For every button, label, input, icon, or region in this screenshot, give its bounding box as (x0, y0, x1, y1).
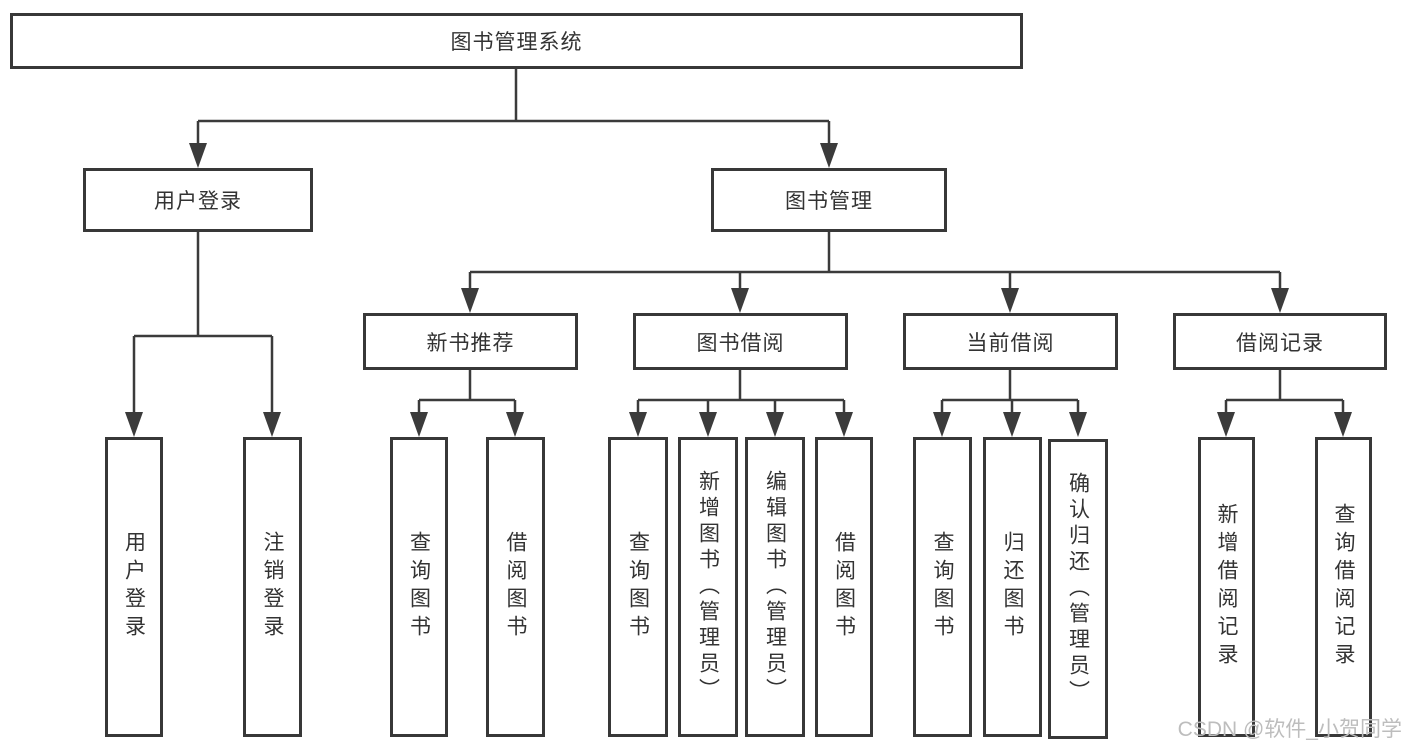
node-return-books: 归还图书 (983, 437, 1042, 737)
node-root-label: 图书管理系统 (450, 31, 583, 54)
node-current-borrowing-label: 当前借阅 (966, 331, 1055, 355)
node-query-books-current: 查询图书 (913, 437, 972, 737)
node-user-login-label: 用户登录 (154, 190, 242, 213)
node-add-book-admin-label: 新增图书（管理员） (696, 470, 720, 704)
node-new-book-recommendation-label: 新书推荐 (426, 331, 515, 355)
node-add-borrow-record: 新增借阅记录 (1198, 437, 1255, 737)
node-edit-book-admin-label: 编辑图书（管理员） (763, 470, 787, 704)
node-book-borrowing: 图书借阅 (633, 313, 848, 370)
node-logout: 注销登录 (243, 437, 302, 737)
node-add-borrow-record-label: 新增借阅记录 (1215, 503, 1238, 671)
node-borrow-books-borrow-label: 借阅图书 (832, 531, 856, 643)
node-user-login-action-label: 用户登录 (122, 531, 146, 643)
node-book-management-label: 图书管理 (785, 190, 873, 213)
node-user-login-action: 用户登录 (105, 437, 163, 737)
node-query-books-recommend: 查询图书 (390, 437, 448, 737)
node-new-book-recommendation: 新书推荐 (363, 313, 578, 370)
node-borrowing-records-label: 借阅记录 (1236, 331, 1324, 355)
node-logout-label: 注销登录 (261, 531, 284, 643)
node-root: 图书管理系统 (10, 13, 1023, 69)
node-query-books-recommend-label: 查询图书 (407, 531, 431, 643)
node-user-login: 用户登录 (83, 168, 313, 232)
node-edit-book-admin: 编辑图书（管理员） (745, 437, 805, 737)
node-query-books-current-label: 查询图书 (931, 531, 954, 643)
node-book-borrowing-label: 图书借阅 (696, 331, 785, 355)
node-return-books-label: 归还图书 (1001, 531, 1024, 643)
watermark-text: CSDN @软件_小贺同学 (1177, 718, 1402, 741)
node-add-book-admin: 新增图书（管理员） (678, 437, 738, 737)
node-borrow-books-recommend: 借阅图书 (486, 437, 545, 737)
node-book-management: 图书管理 (711, 168, 947, 232)
node-borrow-books-borrow: 借阅图书 (815, 437, 873, 737)
node-current-borrowing: 当前借阅 (903, 313, 1118, 370)
node-query-books-borrow-label: 查询图书 (626, 531, 650, 643)
node-query-books-borrow: 查询图书 (608, 437, 668, 737)
node-borrow-books-recommend-label: 借阅图书 (504, 531, 527, 643)
node-confirm-return-admin: 确认归还（管理员） (1048, 439, 1108, 739)
node-query-borrow-record: 查询借阅记录 (1315, 437, 1372, 737)
node-borrowing-records: 借阅记录 (1173, 313, 1387, 370)
node-query-borrow-record-label: 查询借阅记录 (1332, 503, 1355, 671)
node-confirm-return-admin-label: 确认归还（管理员） (1066, 472, 1090, 706)
